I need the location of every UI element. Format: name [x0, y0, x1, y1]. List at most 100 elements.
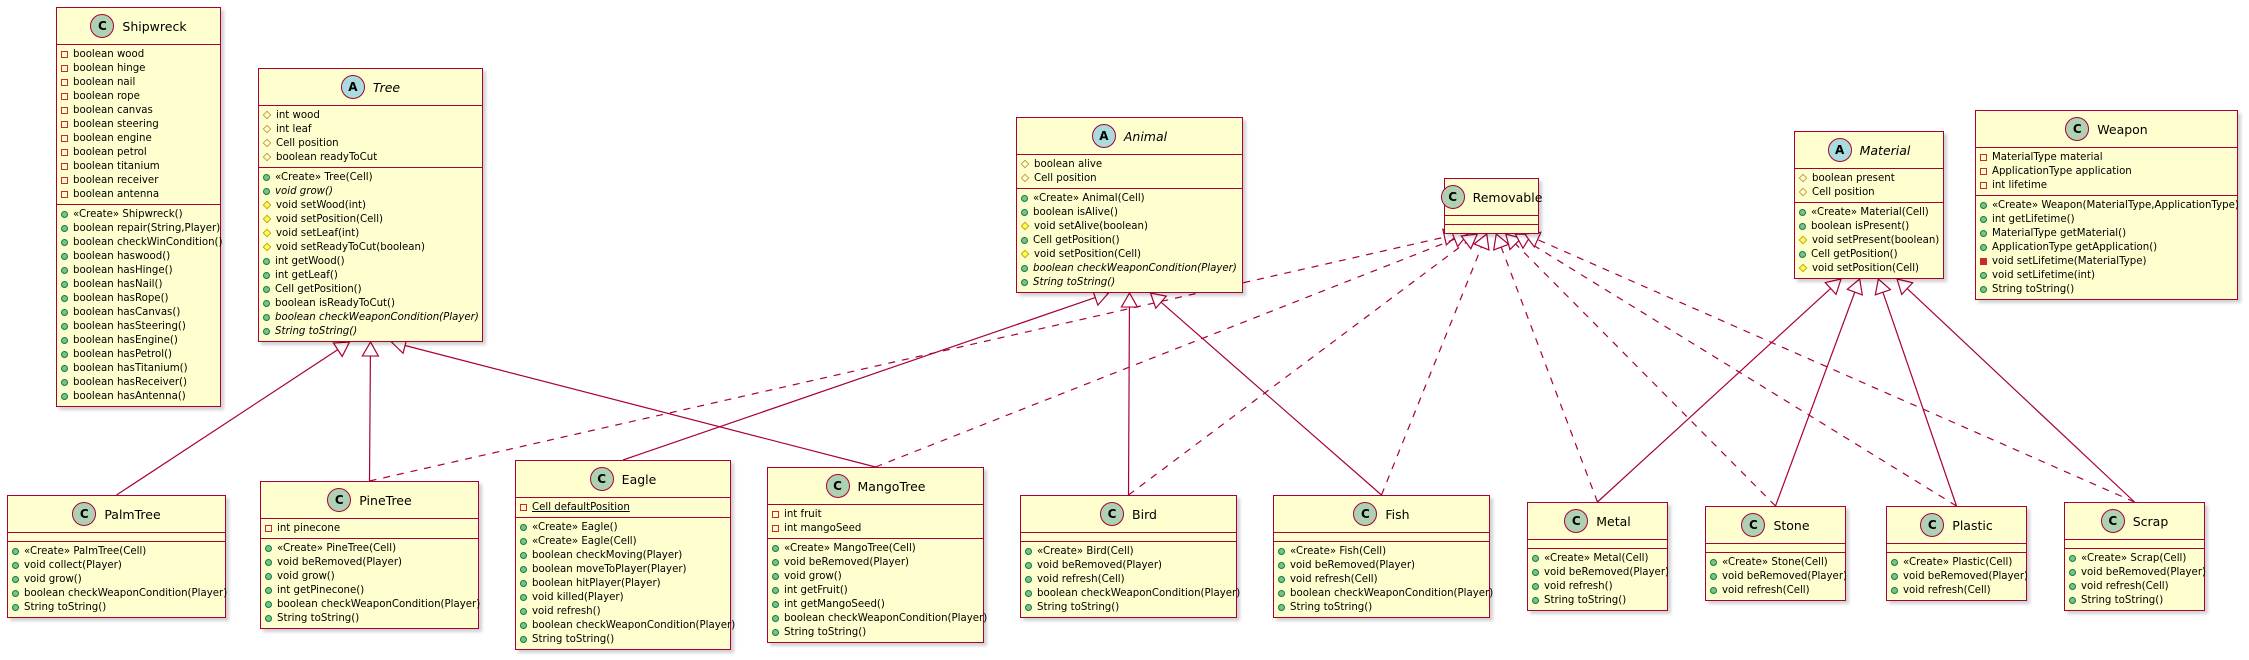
method-text: boolean hasAntenna() [73, 390, 186, 402]
field: boolean canvas [61, 103, 216, 117]
inheritance-line [1597, 288, 1832, 503]
inheritance-arrowhead [1824, 278, 1842, 296]
private-field-icon [61, 64, 68, 72]
private-field-icon [520, 503, 527, 511]
fields-section [2065, 540, 2204, 549]
private-field-icon [61, 78, 68, 86]
public-method-icon [1278, 589, 1285, 597]
method: boolean haswood() [61, 249, 216, 263]
public-method-icon [1799, 208, 1806, 216]
method-text: boolean checkWeaponCondition(Player) [277, 598, 481, 610]
method-text: MaterialType getMaterial() [1992, 227, 2127, 239]
method: void killed(Player) [520, 590, 726, 604]
field: boolean hinge [61, 61, 216, 75]
fields-section [1021, 533, 1236, 542]
method: «Create» Bird(Cell) [1025, 544, 1232, 558]
method: boolean hasReceiver() [61, 375, 216, 389]
public-method-icon [520, 635, 527, 643]
private-field-icon [61, 92, 68, 100]
class-name: Plastic [1952, 517, 1993, 533]
method-text: boolean isPresent() [1811, 220, 1910, 232]
method-text: «Create» Shipwreck() [73, 208, 183, 220]
class-name: Eagle [621, 471, 657, 487]
method-text: boolean checkWeaponCondition(Player) [532, 619, 736, 631]
protected-method-icon [1798, 263, 1808, 273]
class-name: Stone [1773, 517, 1810, 533]
field: int pinecone [265, 521, 474, 535]
public-method-icon [61, 392, 68, 400]
method-text: void beRemoved(Player) [1903, 570, 2028, 582]
method-text: boolean hasRope() [73, 292, 169, 304]
method-text: void beRemoved(Player) [1544, 566, 1669, 578]
public-method-icon [520, 537, 527, 545]
method: void beRemoved(Player) [1891, 569, 2028, 583]
public-method-icon [12, 589, 19, 597]
implements-line [1515, 243, 1776, 507]
inheritance-arrowhead [1460, 233, 1479, 250]
protected-field-icon [262, 152, 272, 162]
protected-field-icon [1798, 173, 1808, 183]
method-text: void beRemoved(Player) [1037, 559, 1162, 571]
private-method-icon [1980, 257, 1987, 265]
field: boolean wood [61, 47, 216, 61]
method-text: String toString() [532, 633, 615, 645]
field: int leaf [262, 122, 478, 136]
field: boolean titanium [61, 159, 216, 173]
method: void setPosition(Cell) [262, 212, 478, 226]
method: String toString() [12, 600, 221, 614]
public-method-icon [1532, 554, 1539, 562]
methods-section: «Create» Weapon(MaterialType,Application… [1976, 196, 2239, 299]
method: boolean hasTitanium() [61, 361, 216, 375]
method: String toString() [1021, 275, 1238, 289]
protected-field-icon [1020, 173, 1030, 183]
method: «Create» Fish(Cell) [1278, 544, 1485, 558]
method: void setAlive(boolean) [1020, 219, 1238, 233]
method-text: void killed(Player) [532, 591, 624, 603]
protected-field-icon [1798, 187, 1808, 197]
field-text: Cell position [1812, 186, 1875, 198]
public-method-icon [1980, 243, 1987, 251]
method: boolean hasAntenna() [61, 389, 216, 403]
method: boolean checkWeaponCondition(Player) [12, 586, 227, 600]
method: boolean checkMoving(Player) [520, 548, 726, 562]
method: «Create» Shipwreck() [61, 207, 216, 221]
method: ApplicationType getApplication() [1980, 240, 2233, 254]
method: void beRemoved(Player) [265, 555, 474, 569]
method-text: int getFruit() [784, 584, 848, 596]
method: boolean checkWeaponCondition(Player) [1021, 261, 1238, 275]
inheritance-arrowhead [1120, 291, 1139, 308]
public-method-icon [1710, 586, 1717, 594]
method-text: boolean isAlive() [1033, 206, 1118, 218]
field-text: boolean antenna [73, 188, 160, 200]
method-text: boolean moveToPlayer(Player) [532, 563, 687, 575]
method-text: boolean checkWeaponCondition(Player) [784, 612, 988, 624]
method-text: void setLifetime(MaterialType) [1992, 255, 2147, 267]
method: void setLeaf(int) [262, 226, 478, 240]
method-text: Cell getPosition() [275, 283, 362, 295]
method: void beRemoved(Player) [1532, 565, 1669, 579]
public-method-icon [1710, 558, 1717, 566]
method: boolean checkWeaponCondition(Player) [1025, 586, 1240, 600]
method: Cell getPosition() [263, 282, 478, 296]
method: boolean hasEngine() [61, 333, 216, 347]
public-method-icon [2069, 582, 2076, 590]
method: String toString() [772, 625, 979, 639]
field-text: int fruit [784, 508, 822, 520]
